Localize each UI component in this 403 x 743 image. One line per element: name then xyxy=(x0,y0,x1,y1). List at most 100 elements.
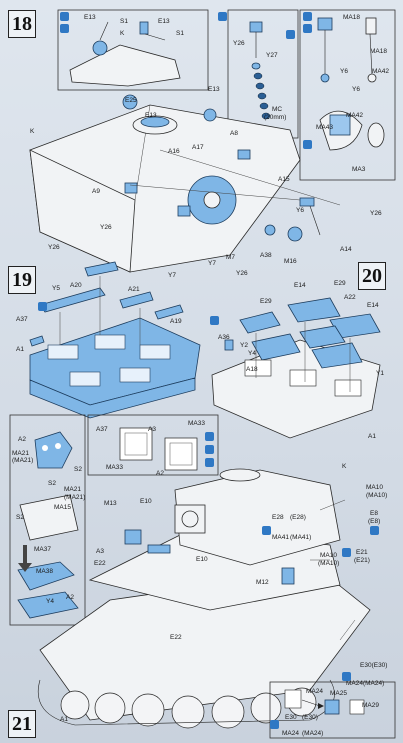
part-label: A1 xyxy=(16,346,24,353)
part-label: E22 xyxy=(170,634,182,641)
part-label: A17 xyxy=(192,144,204,151)
part-label: A38 xyxy=(260,252,272,259)
part-label: A3 xyxy=(96,548,104,555)
part-label: Y26 xyxy=(236,270,248,277)
part-label: MA38 xyxy=(36,568,53,575)
glue-icon xyxy=(205,432,214,441)
part-label: (MA24) xyxy=(302,730,324,737)
part-label: E10 xyxy=(196,556,208,563)
part-label: MA33 xyxy=(188,420,205,427)
part-label: E8 xyxy=(370,510,378,517)
part-label: E25 xyxy=(125,97,137,104)
part-label: Y6 xyxy=(352,86,360,93)
part-label: Y6 xyxy=(340,68,348,75)
part-label: A8 xyxy=(230,130,238,137)
part-label: Y7 xyxy=(208,260,216,267)
glue-icon xyxy=(262,526,271,535)
part-label: MA43 xyxy=(316,124,333,131)
paint-icon xyxy=(270,720,279,729)
part-label: (20mm) xyxy=(264,114,287,121)
part-label: M12 xyxy=(256,579,269,586)
part-label: Y26 xyxy=(100,224,112,231)
part-label: Y27 xyxy=(266,52,278,59)
part-label: E30 xyxy=(285,714,297,721)
part-label: MA21 xyxy=(64,486,81,493)
part-label: E29 xyxy=(260,298,272,305)
part-label: (MA21) xyxy=(64,494,86,501)
glue-icon xyxy=(205,458,214,467)
glue-icon xyxy=(303,12,312,21)
glue-icon xyxy=(218,12,227,21)
part-label: Y26 xyxy=(233,40,245,47)
part-label: E30(E30) xyxy=(360,662,388,669)
glue-icon xyxy=(38,302,47,311)
part-label: (MA10) xyxy=(366,492,388,499)
part-label: A21 xyxy=(128,286,140,293)
part-label: MA42 xyxy=(346,112,363,119)
part-label: S2 xyxy=(48,480,56,487)
part-label: Y26 xyxy=(48,244,60,251)
part-label: MA10 xyxy=(366,484,383,491)
part-label: E28 xyxy=(272,514,284,521)
part-label: (MA10) xyxy=(318,560,340,567)
part-label: K xyxy=(120,30,125,37)
part-label: A22 xyxy=(344,294,356,301)
part-label: S1 xyxy=(176,30,184,37)
part-label: MA25 xyxy=(330,690,347,697)
part-label: E13 xyxy=(84,14,96,21)
part-label: MC xyxy=(272,106,283,113)
paint-icon xyxy=(286,30,295,39)
part-label: K xyxy=(30,128,35,135)
part-label: MA21 xyxy=(12,450,29,457)
part-label: Y2 xyxy=(240,342,248,349)
glue-icon xyxy=(370,526,379,535)
part-label: A37 xyxy=(16,316,28,323)
part-label: A2 xyxy=(66,594,74,601)
part-label: E29 xyxy=(334,280,346,287)
part-label: M16 xyxy=(284,258,297,265)
part-label: MA42 xyxy=(372,68,389,75)
part-label: MA24(MA24) xyxy=(346,680,385,687)
step-number-19: 19 xyxy=(8,266,36,294)
part-label: Y5 xyxy=(52,285,60,292)
part-label: MA37 xyxy=(34,546,51,553)
part-label: S1 xyxy=(120,18,128,25)
part-label: A37 xyxy=(96,426,108,433)
part-label: A14 xyxy=(340,246,352,253)
part-label: M13 xyxy=(104,500,117,507)
part-label: Y6 xyxy=(296,207,304,214)
part-label: S2 xyxy=(74,466,82,473)
part-label: A19 xyxy=(170,318,182,325)
glue-icon xyxy=(210,316,219,325)
part-label: MA18 xyxy=(370,48,387,55)
part-label: A18 xyxy=(246,366,258,373)
part-label: S2 xyxy=(16,514,24,521)
part-label: E21 xyxy=(356,549,368,556)
part-label: MA18 xyxy=(343,14,360,21)
part-label: E13 xyxy=(158,18,170,25)
part-label: MA10 xyxy=(320,552,337,559)
part-label: E22 xyxy=(94,560,106,567)
part-label: MA24 xyxy=(306,688,323,695)
part-label: MA29 xyxy=(362,702,379,709)
part-label: A9 xyxy=(92,188,100,195)
glue-icon xyxy=(60,12,69,21)
glue-icon xyxy=(342,672,351,681)
part-label: MA33 xyxy=(106,464,123,471)
part-label: A1 xyxy=(368,433,376,440)
part-label: (E28) xyxy=(290,514,306,521)
part-label: A2 xyxy=(156,470,164,477)
part-label: A1 xyxy=(60,716,68,723)
part-label: E14 xyxy=(367,302,379,309)
part-label: E13 xyxy=(208,86,220,93)
part-label: A36 xyxy=(218,334,230,341)
part-label: E10 xyxy=(140,498,152,505)
paint-icon xyxy=(303,24,312,33)
part-label: (MA41) xyxy=(290,534,312,541)
part-label: A3 xyxy=(148,426,156,433)
part-label: (E21) xyxy=(354,557,370,564)
paint-icon xyxy=(205,445,214,454)
part-label: MA41 xyxy=(272,534,289,541)
